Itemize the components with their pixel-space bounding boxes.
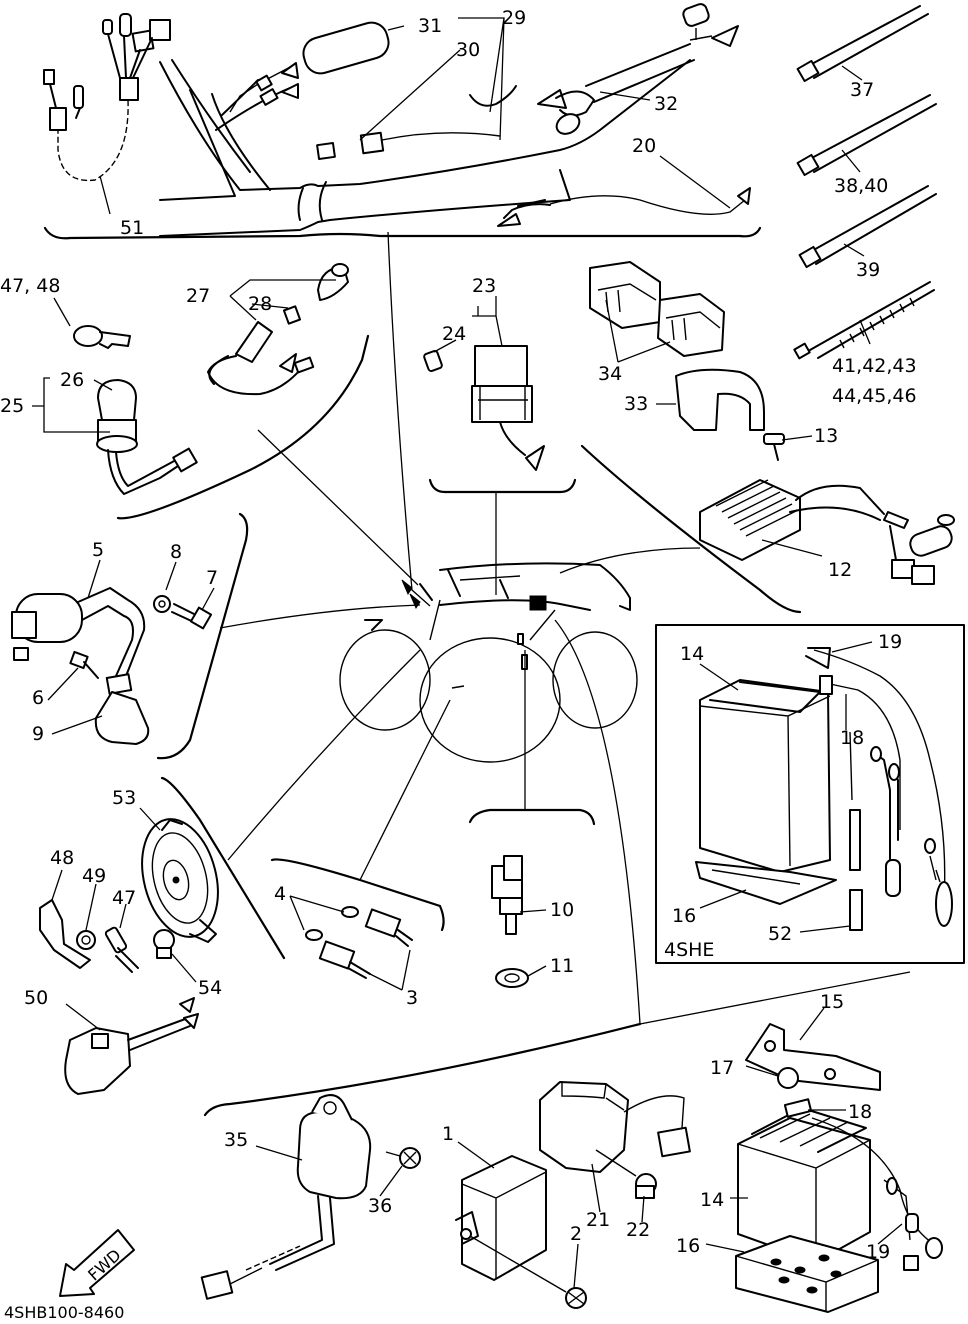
callout-4: 4: [274, 883, 286, 905]
callout-36: 36: [368, 1195, 392, 1217]
callout-7: 7: [206, 567, 218, 589]
callout-leaders: [32, 17, 903, 1289]
callout-37: 37: [850, 79, 874, 101]
callout-28: 28: [248, 293, 272, 315]
callout-15: 15: [820, 991, 844, 1013]
wire-harness-group: [43, 3, 762, 240]
callout-32: 32: [654, 93, 678, 115]
callout-numbers: 31 29 30 32 20 37 38,40 39 41,42,43 44,4…: [0, 7, 917, 1322]
callout-6: 6: [32, 687, 44, 709]
callout-34: 34: [598, 363, 622, 385]
callout-47: 47: [112, 887, 136, 909]
rectifier-group-bracket: [580, 444, 802, 614]
callout-31: 31: [418, 15, 442, 37]
callout-23: 23: [472, 275, 496, 297]
callout-53: 53: [112, 787, 136, 809]
fwd-arrow-icon: FWD: [59, 1229, 135, 1297]
callout-35: 35: [224, 1129, 248, 1151]
callout-24: 24: [442, 323, 466, 345]
battery-inset: [655, 624, 965, 964]
callout-18: 18: [848, 1101, 872, 1123]
callout-2: 2: [570, 1223, 582, 1245]
rectifier-regulator: [699, 433, 955, 585]
callout-49: 49: [82, 865, 106, 887]
sensor-10-11: [468, 808, 596, 988]
callout-51: 51: [120, 217, 144, 239]
callout-26: 26: [60, 369, 84, 391]
main-switch-group: [73, 263, 370, 520]
callout-18-inset: 18: [840, 727, 864, 749]
horn-group: [39, 776, 286, 973]
callout-41-43: 41,42,43: [832, 355, 917, 377]
relay-group: [423, 345, 577, 595]
inset-4she-label: 4SHE: [664, 939, 714, 961]
callout-52: 52: [768, 923, 792, 945]
callout-5: 5: [92, 539, 104, 561]
callout-14: 14: [700, 1189, 724, 1211]
callout-17: 17: [710, 1057, 734, 1079]
callout-33: 33: [624, 393, 648, 415]
unit-21: [539, 1081, 691, 1199]
sensors-3-4: [270, 858, 445, 979]
callout-22: 22: [626, 1219, 650, 1241]
callout-50: 50: [24, 987, 48, 1009]
connector-covers: [589, 261, 765, 431]
callout-14-inset: 14: [680, 643, 704, 665]
lower-group-bracket: [203, 1022, 642, 1117]
cdi-unit-35: [200, 1094, 421, 1300]
callout-44-46: 44,45,46: [832, 385, 917, 407]
callout-20: 20: [632, 135, 656, 157]
callout-8: 8: [170, 541, 182, 563]
callout-25: 25: [0, 395, 24, 417]
callout-21: 21: [586, 1209, 610, 1231]
battery-main: [735, 1023, 943, 1313]
callout-29: 29: [502, 7, 526, 29]
callout-3: 3: [406, 987, 418, 1009]
callout-47-48-key: 47, 48: [0, 275, 60, 297]
callout-30: 30: [456, 39, 480, 61]
callout-11: 11: [550, 955, 574, 977]
callout-16-inset: 16: [672, 905, 696, 927]
callout-19-inset: 19: [878, 631, 902, 653]
callout-1: 1: [442, 1123, 454, 1145]
callout-12: 12: [828, 559, 852, 581]
callout-38-40: 38,40: [834, 175, 888, 197]
unit-1: [455, 1155, 587, 1309]
cable-ties: [793, 5, 937, 360]
callout-13: 13: [814, 425, 838, 447]
callout-9: 9: [32, 723, 44, 745]
leader-lines: [219, 231, 911, 1025]
callout-16: 16: [676, 1235, 700, 1257]
callout-19: 19: [866, 1241, 890, 1263]
callout-48: 48: [50, 847, 74, 869]
callout-54: 54: [198, 977, 222, 999]
callout-27: 27: [186, 285, 210, 307]
ignition-coil-group: [11, 512, 249, 760]
atv-silhouette: [339, 562, 638, 763]
callout-39: 39: [856, 259, 880, 281]
drawing-code: 4SHB100-8460: [4, 1303, 124, 1322]
callout-10: 10: [550, 899, 574, 921]
switch-50: [64, 997, 199, 1095]
